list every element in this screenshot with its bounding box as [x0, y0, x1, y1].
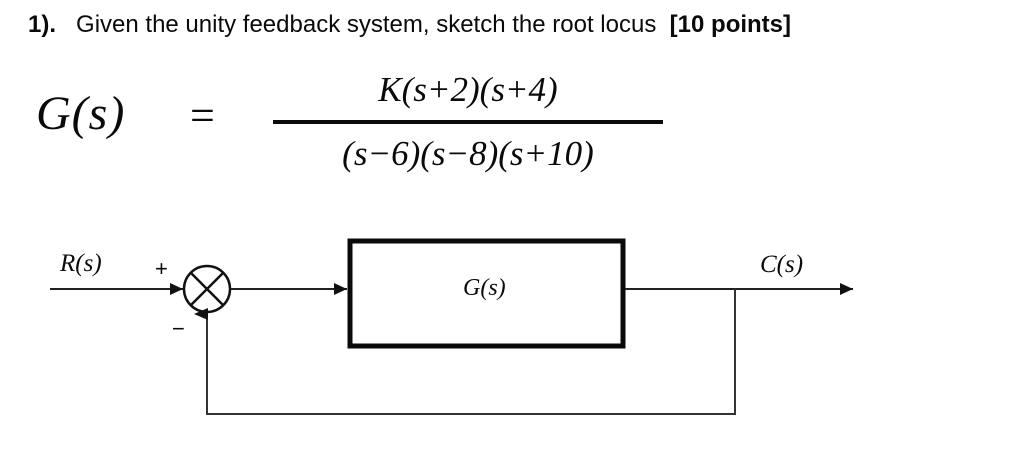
summing-junction-cross-2 — [190, 272, 224, 306]
output-signal-label: C(s) — [760, 251, 804, 278]
equation-fraction: K(s+2)(s+4) (s−6)(s−8)(s+10) — [258, 62, 678, 182]
equation-denominator: (s−6)(s−8)(s+10) — [342, 134, 594, 173]
equation-numerator: K(s+2)(s+4) — [378, 70, 558, 109]
question-text: Given the unity feedback system, sketch … — [76, 11, 657, 38]
summing-junction-cross-1 — [190, 272, 224, 306]
plant-block — [347, 238, 626, 349]
equation-left-hand-side: G(s) — [36, 87, 126, 140]
fraction-bar — [273, 120, 663, 124]
equals-sign: = — [190, 91, 215, 140]
summing-plus-sign: + — [155, 256, 168, 281]
question-points: [10 points] — [669, 11, 792, 38]
summing-junction-circle — [182, 264, 232, 314]
feedback-takeoff-point — [734, 288, 736, 290]
transfer-function-equation: G(s) = K(s+2)(s+4) (s−6)(s−8)(s+10) — [30, 62, 690, 192]
input-signal-label: R(s) — [60, 250, 102, 277]
question-prompt: 1). Given the unity feedback system, ske… — [28, 8, 988, 42]
plant-block-label: G(s) — [463, 275, 506, 301]
summing-minus-sign: − — [172, 316, 185, 341]
question-number: 1). — [28, 11, 57, 38]
